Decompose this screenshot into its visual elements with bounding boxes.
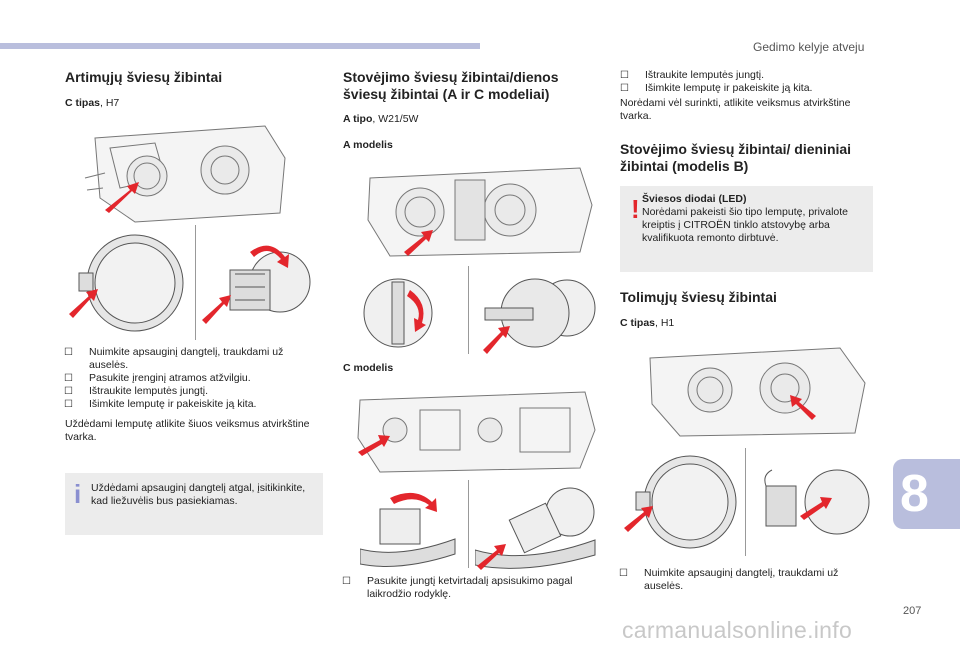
red-arrow-icon (624, 506, 653, 532)
model-b-heading: Stovėjimo šviesų žibintai/ dieniniai žib… (620, 141, 852, 174)
info-note-text: Uždėdami apsauginį dangtelį atgal, įsiti… (91, 482, 306, 507)
high-beam-bulb-type: C tipas, H1 (620, 317, 675, 329)
warning-text: Norėdami pakeisti šio tipo lemputę, priv… (642, 206, 849, 244)
model-a-label: A modelis (343, 139, 393, 151)
list-item: Pasukite įrenginį atramos atžvilgiu. (62, 372, 324, 385)
connector-removal-figure (202, 245, 311, 324)
info-note (65, 473, 323, 535)
model-a-socket-figure (363, 278, 433, 348)
cover-removal-figure (69, 234, 184, 332)
warning-icon: ! (631, 194, 640, 224)
low-beam-bulb-type: C tipas, H7 (65, 97, 120, 109)
rotate-arrow-icon (407, 290, 426, 332)
red-arrow-icon (477, 544, 506, 570)
model-a-connector-figure (483, 278, 596, 354)
model-c-connector-figure (360, 492, 456, 567)
list-item: Nuimkite apsauginį dangtelį, traukdami u… (62, 346, 324, 372)
red-arrow-icon (404, 230, 433, 256)
position-lamp-outro: Norėdami vėl surinkti, atlikite veiksmus… (620, 97, 851, 122)
figure-divider (745, 448, 746, 556)
warning-note (620, 186, 873, 272)
high-beam-heading: Tolimųjų šviesų žibintai (620, 289, 777, 305)
low-beam-steps: Nuimkite apsauginį dangtelį, traukdami u… (62, 346, 324, 411)
section-title: Gedimo kelyje atveju (753, 40, 865, 54)
high-beam-cover-figure (624, 455, 737, 549)
chapter-number: 8 (900, 465, 929, 523)
low-beam-heading: Artimųjų šviesų žibintai (65, 69, 223, 85)
high-beam-connector-figure (764, 469, 870, 535)
low-beam-headlamp-figure (84, 125, 286, 223)
warning-title: Šviesos diodai (LED) (642, 193, 747, 205)
list-item: Pasukite jungtį ketvirtadalį apsisukimo … (340, 575, 595, 601)
low-beam-outro: Uždėdami lemputę atlikite šiuos veiksmus… (65, 418, 310, 443)
list-item: Išimkite lemputę ir pakeiskite ją kita. (618, 82, 878, 95)
high-beam-headlamp-figure (649, 347, 866, 437)
list-item: Nuimkite apsauginį dangtelį, traukdami u… (617, 567, 875, 593)
rotate-arrow-icon (390, 492, 437, 512)
page-number: 207 (903, 605, 922, 617)
position-lamp-steps-cont: Ištraukite lemputės jungtį. Išimkite lem… (618, 69, 878, 95)
rotate-arrow-icon (250, 245, 289, 268)
red-arrow-icon (358, 435, 390, 456)
model-c-bulb-figure (475, 487, 596, 570)
chapter-tab (893, 459, 960, 529)
position-lamp-bulb-type: A tipo, W21/5W (343, 113, 419, 125)
figure-divider (468, 266, 469, 354)
red-arrow-icon (69, 289, 98, 318)
position-lamp-heading: Stovėjimo šviesų žibintai/dienos šviesų … (343, 69, 559, 102)
red-arrow-icon (800, 497, 832, 520)
watermark-text: carmanualsonline.info (622, 617, 853, 643)
high-beam-steps: Nuimkite apsauginį dangtelį, traukdami u… (617, 567, 875, 593)
position-lamp-steps: Pasukite jungtį ketvirtadalį apsisukimo … (340, 575, 595, 601)
figure-divider (468, 480, 469, 568)
header-bar (0, 43, 480, 49)
info-icon: i (74, 479, 82, 509)
model-c-label: C modelis (343, 362, 394, 374)
model-c-headlamp-figure (357, 391, 596, 473)
model-a-headlamp-figure (367, 167, 593, 257)
red-arrow-icon (202, 295, 231, 324)
list-item: Išimkite lemputę ir pakeiskite ją kita. (62, 398, 324, 411)
figure-divider (195, 225, 196, 340)
red-arrow-icon (105, 182, 139, 213)
red-arrow-icon (790, 395, 816, 420)
red-arrow-icon (483, 326, 510, 354)
list-item: Ištraukite lemputės jungtį. (62, 385, 324, 398)
list-item: Ištraukite lemputės jungtį. (618, 69, 878, 82)
